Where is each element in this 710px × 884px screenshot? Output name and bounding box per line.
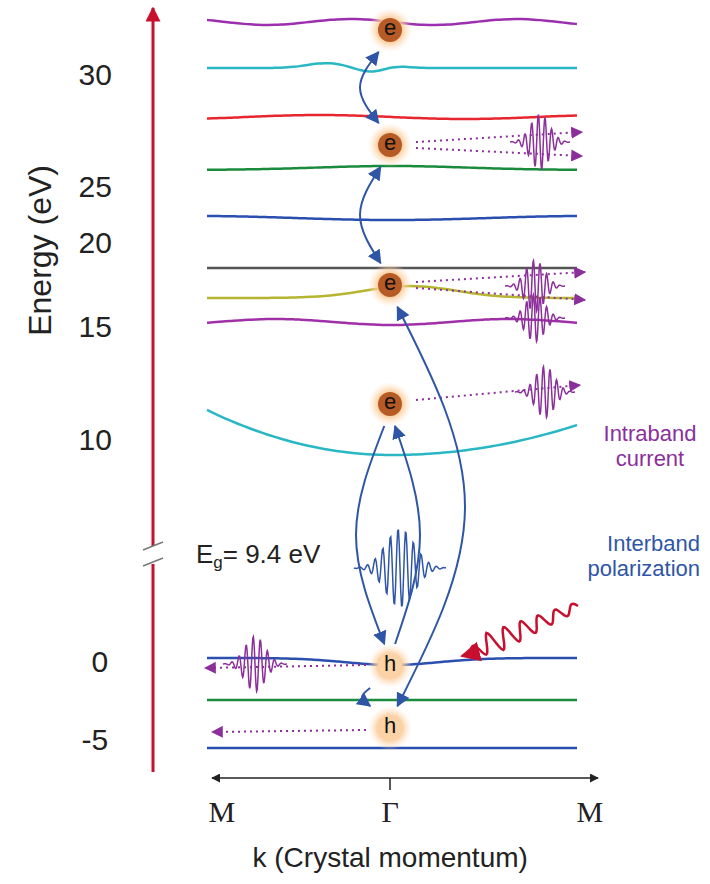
- gamma-tick: [389, 778, 391, 790]
- transition-arrow: [397, 307, 465, 706]
- k-axis: [212, 777, 598, 779]
- electron-node: e: [368, 382, 412, 426]
- axis-break-mark: [143, 558, 163, 566]
- band-line: [207, 216, 577, 220]
- tick-label: 20: [79, 226, 112, 261]
- band-line: [207, 699, 577, 702]
- carrier-label: h: [368, 706, 412, 746]
- wave-packet: [223, 637, 287, 692]
- carrier-label: h: [368, 644, 412, 684]
- carrier-label: e: [368, 382, 412, 422]
- wave-packet: [510, 115, 570, 170]
- transition-arrow: [356, 426, 384, 644]
- wave-packets: [223, 115, 575, 692]
- hole-node: h: [368, 644, 412, 688]
- band-line: [207, 63, 577, 71]
- tick-label: 30: [79, 58, 112, 93]
- electron-node: e: [368, 123, 412, 167]
- carrier-label: e: [368, 8, 412, 48]
- transition-arrow: [360, 167, 381, 263]
- k-point-label: Γ: [382, 795, 399, 830]
- tick-label: 15: [79, 310, 112, 345]
- wave-packet: [505, 295, 565, 342]
- carrier-label: e: [368, 263, 412, 303]
- energy-axis: [152, 8, 155, 772]
- k-point-label: M: [209, 795, 236, 830]
- transition-arrow: [360, 52, 379, 123]
- k-point-label: M: [577, 795, 604, 830]
- band-line: [207, 115, 577, 119]
- carrier-label: e: [368, 123, 412, 163]
- electron-node: e: [368, 263, 412, 307]
- tick-label: -5: [82, 723, 109, 758]
- interband-label: Interband polarization: [560, 531, 700, 582]
- axis-title: Energy (eV): [21, 165, 58, 336]
- gap-label: Eg= 9.4 eV: [196, 540, 320, 573]
- k-axis-title: k (Crystal momentum): [253, 842, 528, 874]
- wave-packet: [515, 367, 575, 418]
- band-lines: [207, 19, 577, 748]
- intraband-label: Intraband current: [596, 421, 704, 472]
- wave-packet: [354, 530, 446, 606]
- hole-node: h: [368, 706, 412, 750]
- tick-label: 0: [92, 645, 109, 680]
- transition-arrow: [362, 688, 370, 706]
- incident-laser-pulse: [462, 604, 578, 656]
- transition-arrow: [395, 426, 420, 644]
- tick-label: 10: [79, 423, 112, 458]
- tick-label: 25: [79, 170, 112, 205]
- intraband-arrows: [205, 132, 585, 732]
- electron-node: e: [368, 8, 412, 52]
- axis-break-mark: [143, 542, 163, 550]
